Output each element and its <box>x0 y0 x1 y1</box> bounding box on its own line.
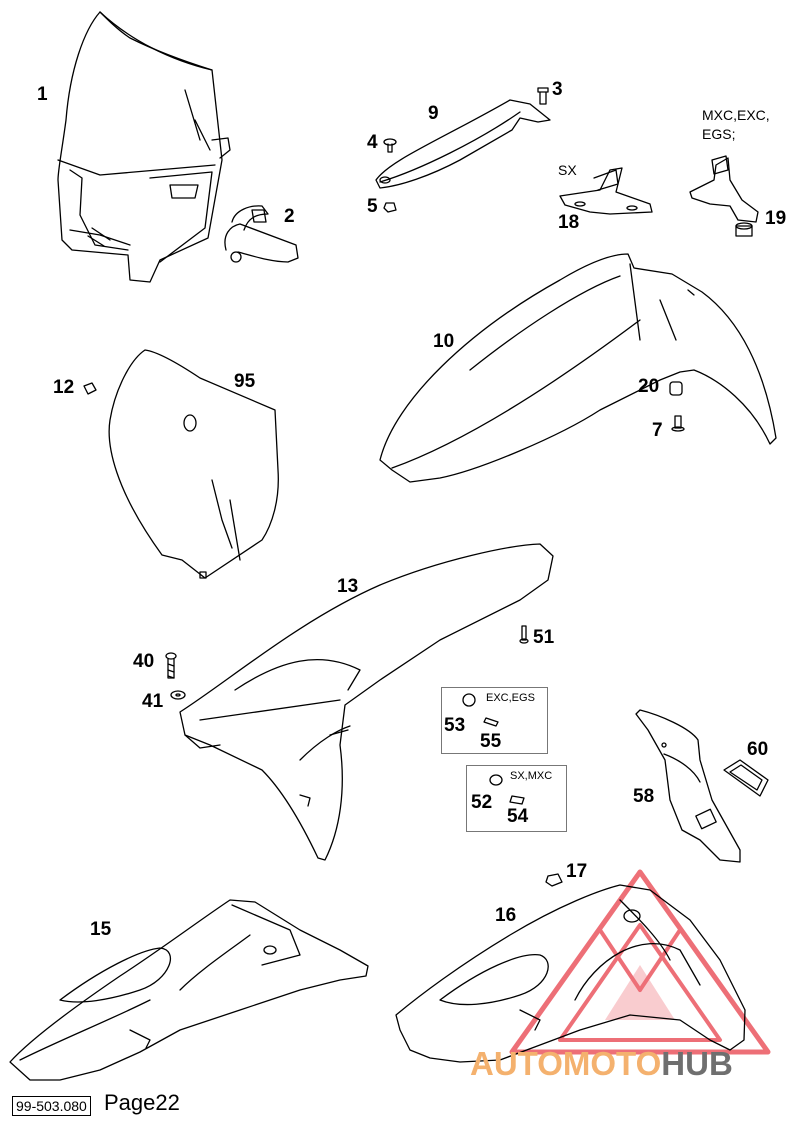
label-4: 4 <box>367 132 378 153</box>
footer-page: Page22 <box>104 1090 180 1115</box>
part-40-bolt <box>165 652 177 679</box>
variant-box-sx-mxc <box>466 765 567 832</box>
part-60-seal <box>723 759 769 797</box>
label-53: 53 <box>444 715 466 736</box>
watermark-text: AUTOMOTOHUB <box>470 1045 733 1083</box>
label-15: 15 <box>90 919 112 940</box>
footer-code: 99-503.080 <box>12 1096 91 1116</box>
label-10: 10 <box>433 331 455 352</box>
label-40: 40 <box>133 651 155 672</box>
part-55-screw <box>483 717 499 727</box>
part-51-screw <box>519 625 529 644</box>
part-2-clamp <box>224 205 299 263</box>
part-15-fender <box>9 899 369 1081</box>
note-sx-mxc: SX,MXC <box>510 770 553 782</box>
part-58-mud-flap <box>635 709 741 863</box>
note-mxc-exc-line1: MXC,EXC, <box>702 107 770 123</box>
part-19-bracket <box>689 155 759 237</box>
part-13-rear-fender <box>179 543 554 861</box>
label-54: 54 <box>507 806 529 827</box>
label-7: 7 <box>652 420 663 441</box>
part-5-nut <box>383 202 397 213</box>
part-20-nut <box>669 381 683 396</box>
label-60: 60 <box>747 739 769 760</box>
watermark-text-part1: AUTOMOTO <box>470 1045 662 1082</box>
part-52-washer <box>489 774 503 786</box>
watermark-logo <box>509 869 771 1055</box>
label-19: 19 <box>765 208 787 229</box>
label-52: 52 <box>471 792 493 813</box>
part-18-bracket <box>559 167 653 215</box>
label-58: 58 <box>633 786 655 807</box>
part-95-number-plate <box>108 349 279 579</box>
part-17-nut <box>545 873 563 887</box>
label-1: 1 <box>37 84 48 105</box>
label-2: 2 <box>284 206 295 227</box>
label-41: 41 <box>142 691 164 712</box>
part-7-screw <box>671 415 685 432</box>
note-sx: SX <box>558 162 577 178</box>
label-51: 51 <box>533 627 555 648</box>
label-16: 16 <box>495 905 517 926</box>
label-12: 12 <box>53 377 75 398</box>
note-mxc-exc-line2: EGS; <box>702 126 736 142</box>
label-3: 3 <box>552 79 563 100</box>
label-18: 18 <box>558 212 580 233</box>
watermark-text-part2: HUB <box>661 1045 733 1082</box>
part-12-screw <box>83 382 97 395</box>
label-13: 13 <box>337 576 359 597</box>
part-53-washer <box>462 693 476 707</box>
label-55: 55 <box>480 731 502 752</box>
part-41-washer <box>170 690 186 700</box>
label-17: 17 <box>566 861 588 882</box>
part-4-screw <box>383 138 397 153</box>
label-20: 20 <box>638 376 660 397</box>
part-3-screw <box>537 87 549 105</box>
part-9-bracket <box>375 99 551 189</box>
part-1-headlight-mask <box>57 11 231 283</box>
label-9: 9 <box>428 103 439 124</box>
label-95: 95 <box>234 371 256 392</box>
note-exc-egs: EXC,EGS <box>486 692 535 704</box>
variant-box-exc-egs <box>441 687 548 754</box>
part-16-fender <box>395 884 746 1063</box>
label-5: 5 <box>367 196 378 217</box>
part-10-front-fender <box>379 253 777 483</box>
part-54-screw <box>509 795 525 805</box>
